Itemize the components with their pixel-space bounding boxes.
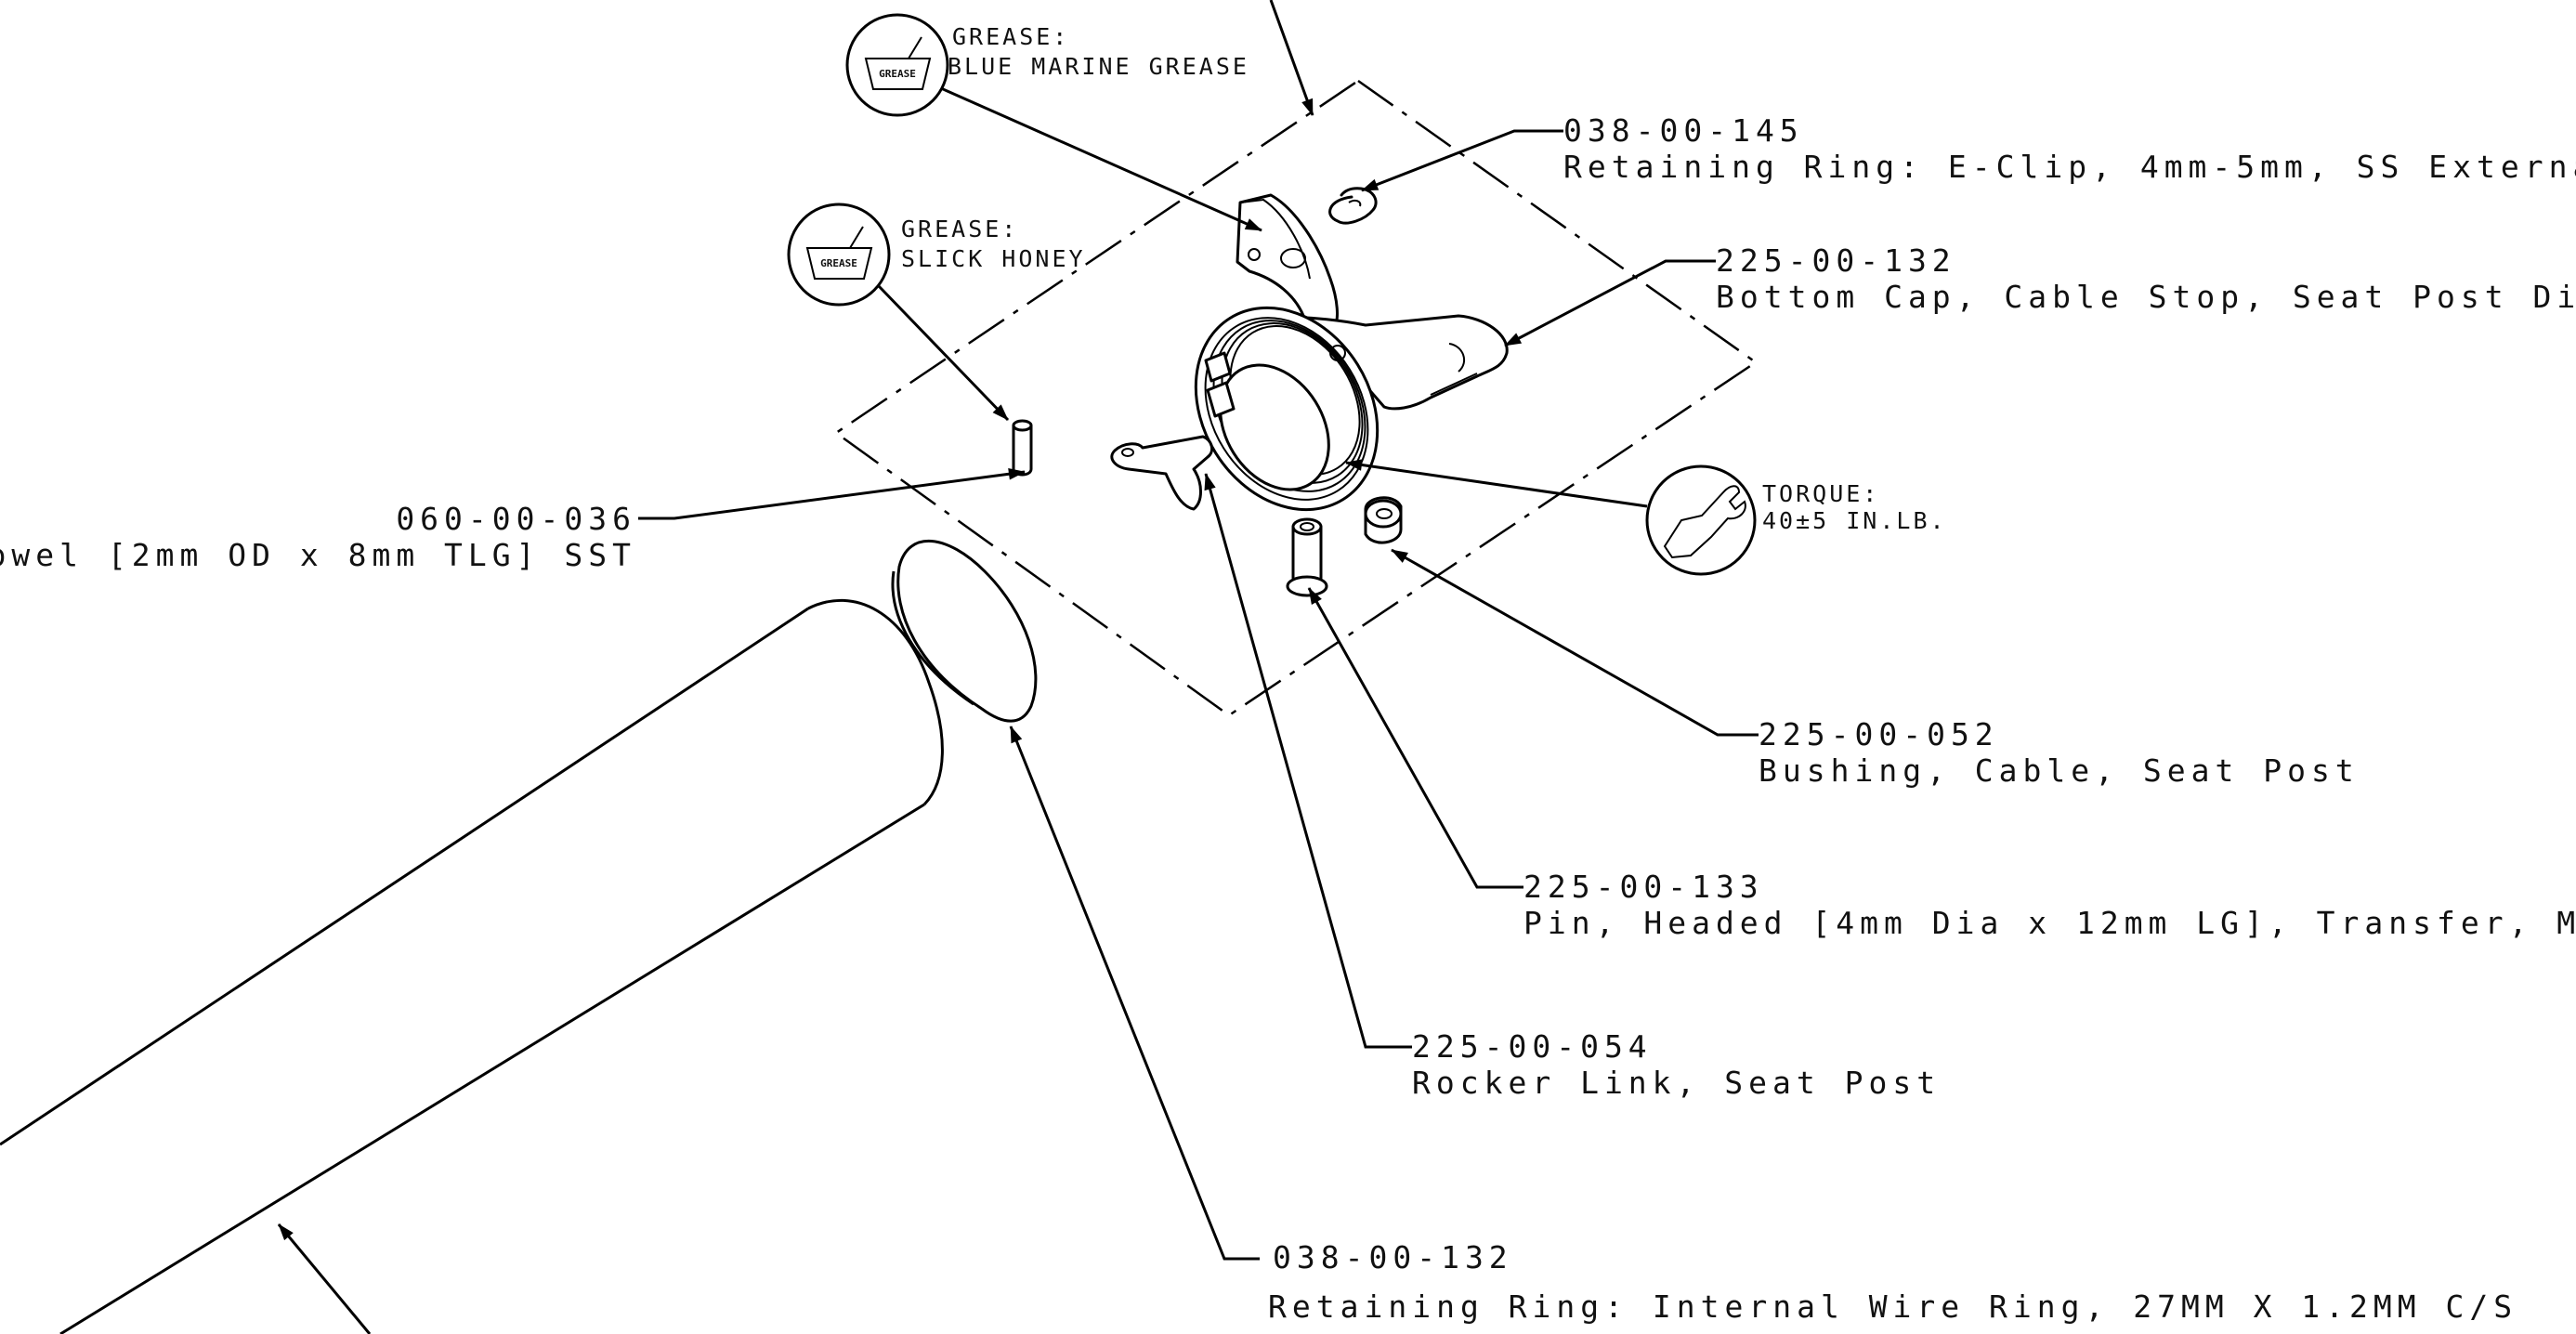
torque-wrench-icon <box>1645 464 1757 576</box>
part-number: 038-00-132 <box>1273 1239 1513 1275</box>
leader-225-00-132 <box>1504 259 1716 347</box>
leader-038-00-132 <box>1009 726 1260 1261</box>
torque-line2: 40±5 IN.LB. <box>1762 507 1947 534</box>
seat-post-tube <box>0 599 944 1334</box>
part-number: 038-00-145 <box>1563 112 1804 149</box>
grease-blue-line2: BLUE MARINE GREASE <box>948 53 1249 80</box>
cable-stop-bracket-part <box>1236 193 1339 338</box>
part-label-038-00-132: 038-00-132 Retaining Ring: Internal Wire… <box>1268 1239 2517 1325</box>
bottom-cap-part <box>1194 306 1509 512</box>
leader-225-00-133 <box>1307 587 1523 889</box>
grease-icon-label: GREASE <box>879 68 916 80</box>
leader-060-00-036 <box>638 468 1026 520</box>
detail-region-outline <box>833 79 1759 717</box>
part-label-225-00-054: 225-00-054 Rocker Link, Seat Post <box>1412 1028 1941 1101</box>
part-label-038-00-145: 038-00-145 Retaining Ring: E-Clip, 4mm-5… <box>1563 112 2576 185</box>
leader-225-00-052 <box>1391 548 1759 737</box>
part-description: Pin, Headed [4mm Dia x 12mm LG], Transfe… <box>1523 905 2576 941</box>
grease-icon <box>787 203 891 307</box>
part-label-225-00-133: 225-00-133 Pin, Headed [4mm Dia x 12mm L… <box>1523 869 2576 941</box>
grease-callout-blue-marine: GREASE GREASE: BLUE MARINE GREASE <box>845 13 1262 232</box>
part-label-060-00-036: 060-00-036 Pin: Dowel [2mm OD x 8mm TLG]… <box>0 501 636 573</box>
tube-leader <box>277 1223 372 1334</box>
part-label-225-00-052: 225-00-052 Bushing, Cable, Seat Post <box>1759 716 2360 789</box>
part-description: Retaining Ring: E-Clip, 4mm-5mm, SS Exte… <box>1563 149 2576 185</box>
part-description: Bottom Cap, Cable Stop, Seat Post Die Ca… <box>1716 279 2576 315</box>
grease-callout-slick-honey: GREASE GREASE: SLICK HONEY <box>787 203 1086 422</box>
part-description: Retaining Ring: Internal Wire Ring, 27MM… <box>1268 1288 2517 1325</box>
grease-slick-line1: GREASE: <box>901 216 1018 242</box>
part-number: 225-00-054 <box>1412 1028 1653 1065</box>
grease-icon <box>845 13 949 117</box>
e-clip-part <box>1328 187 1378 225</box>
part-number: 225-00-132 <box>1716 242 1956 279</box>
detail-view-leader <box>1269 0 1314 116</box>
part-description: Rocker Link, Seat Post <box>1412 1065 1941 1101</box>
grease-icon-label: GREASE <box>820 257 857 269</box>
torque-line1: TORQUE: <box>1762 480 1879 507</box>
leader-038-00-145 <box>1361 129 1563 192</box>
part-number: 225-00-133 <box>1523 869 1764 905</box>
part-description: Bushing, Cable, Seat Post <box>1759 752 2360 789</box>
part-number: 225-00-052 <box>1759 716 1999 752</box>
part-label-225-00-132: 225-00-132 Bottom Cap, Cable Stop, Seat … <box>1716 242 2576 315</box>
leader-225-00-054 <box>1204 473 1412 1049</box>
cable-bushing-part <box>1364 496 1403 544</box>
grease-blue-line1: GREASE: <box>952 23 1069 50</box>
grease-slick-line2: SLICK HONEY <box>901 245 1086 272</box>
rocker-link-part <box>1110 435 1214 511</box>
part-number: 060-00-036 <box>396 501 636 537</box>
headed-pin-part <box>1286 517 1328 597</box>
wire-ring-part <box>891 540 1038 723</box>
torque-callout: TORQUE: 40±5 IN.LB. <box>1345 459 1947 576</box>
part-description: Pin: Dowel [2mm OD x 8mm TLG] SST <box>0 537 636 573</box>
dowel-pin-part <box>1012 419 1033 477</box>
